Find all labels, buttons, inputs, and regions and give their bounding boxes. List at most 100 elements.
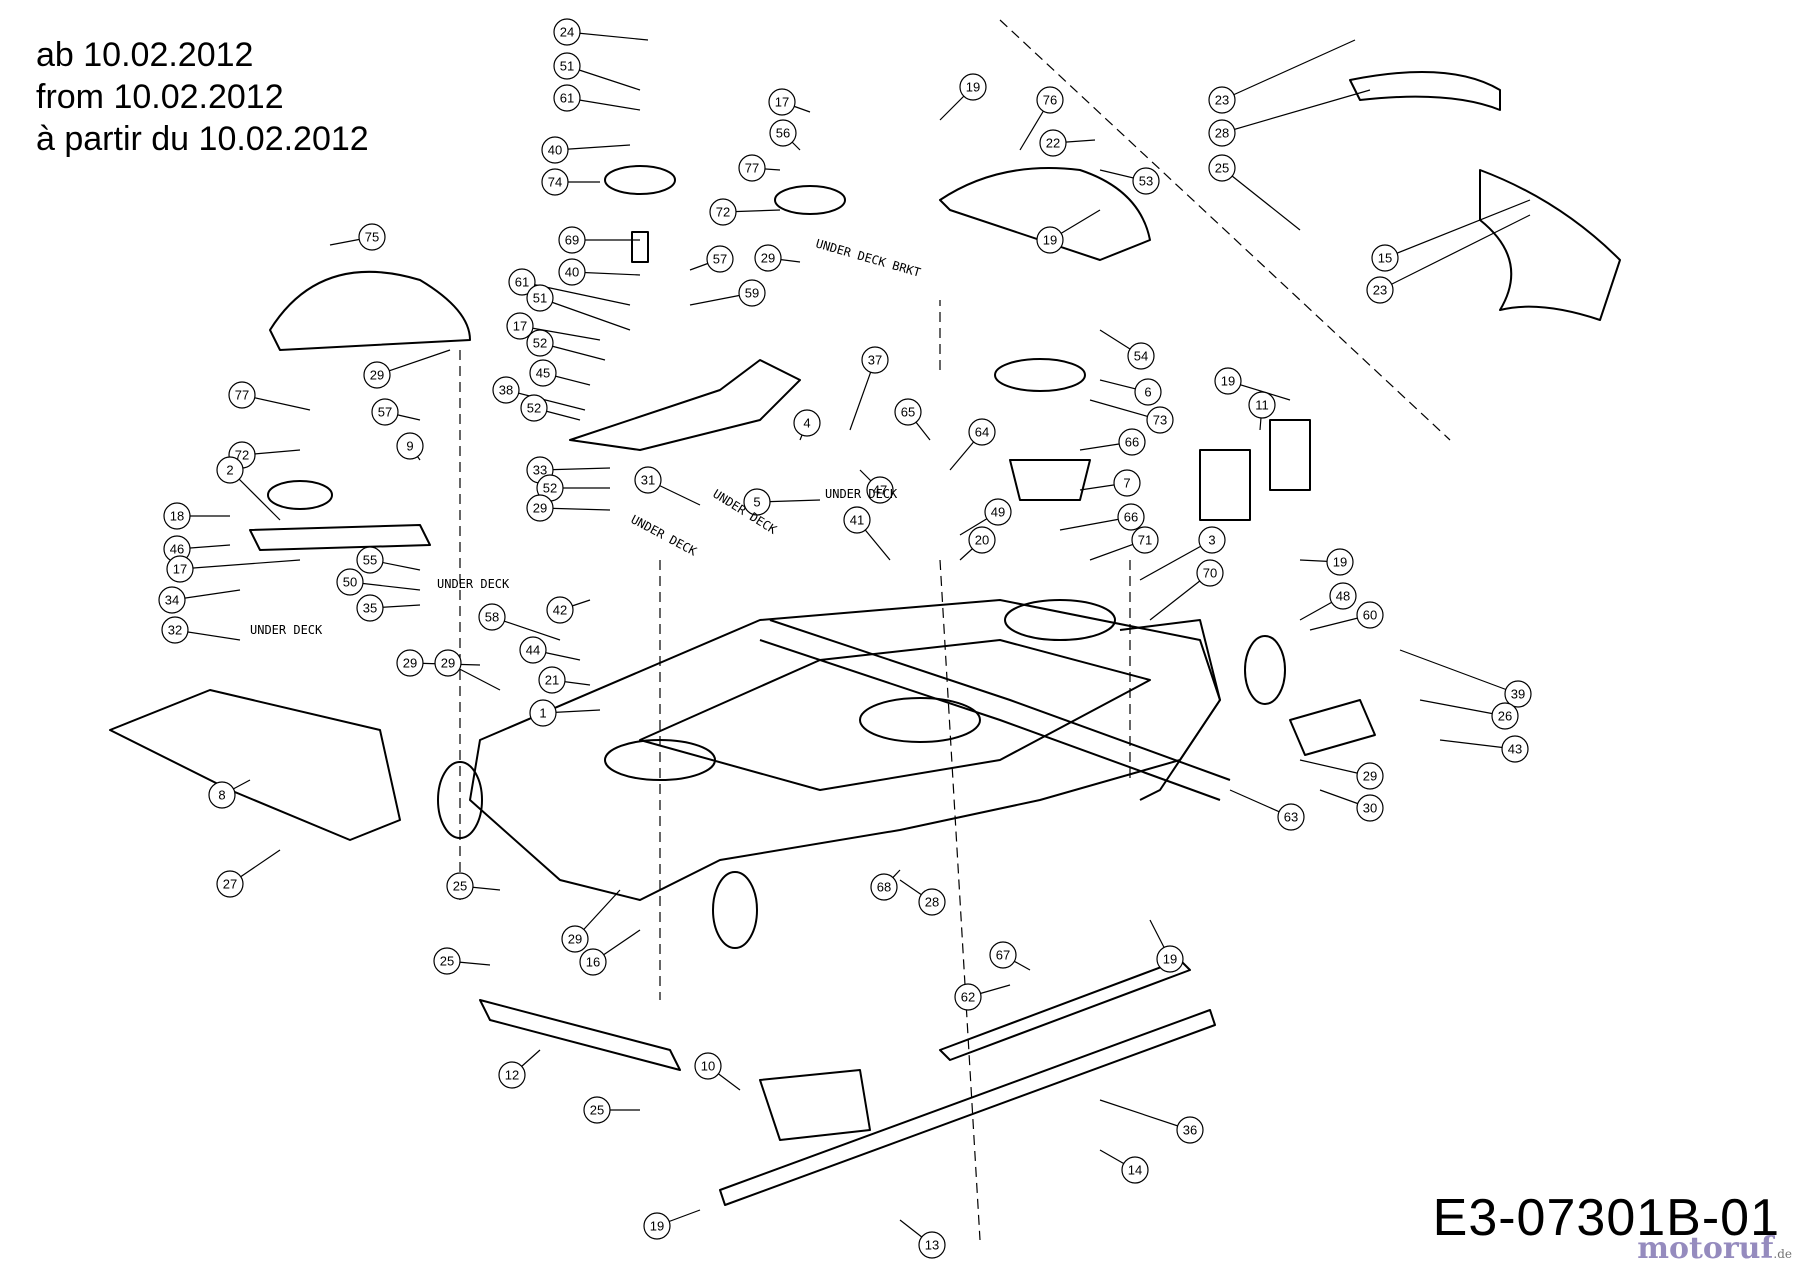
callout-29: 29 [434, 649, 462, 677]
callout-circle [553, 52, 581, 80]
callout-19: 19 [1326, 548, 1354, 576]
idler-pulley-72 [774, 185, 846, 215]
callout-68: 68 [870, 873, 898, 901]
validity-dates: ab 10.02.2012 from 10.02.2012 à partir d… [36, 34, 369, 160]
callout-44: 44 [519, 636, 547, 664]
callout-circle [161, 616, 189, 644]
callout-circle [396, 649, 424, 677]
spindle-opening-right [1004, 599, 1116, 641]
callout-number: 19 [1333, 555, 1347, 570]
callout-circle [208, 781, 236, 809]
callout-50: 50 [336, 568, 364, 596]
belt-cover-left [269, 270, 471, 351]
callout-circle [968, 418, 996, 446]
gauge-wheel-right [1244, 635, 1286, 705]
callout-28: 28 [1208, 119, 1236, 147]
callout-circle [694, 1052, 722, 1080]
callout-number: 38 [499, 383, 513, 398]
callout-45: 45 [529, 359, 557, 387]
callout-number: 11 [1255, 398, 1269, 413]
callout-number: 68 [877, 880, 891, 895]
callout-number: 57 [713, 252, 727, 267]
assembly-note: UNDER DECK [437, 577, 510, 591]
callout-8: 8 [208, 781, 236, 809]
callout-circle [529, 699, 557, 727]
callout-circle [1208, 154, 1236, 182]
callout-48: 48 [1329, 582, 1357, 610]
callout-number: 40 [565, 265, 579, 280]
baffle-12 [479, 999, 681, 1071]
callout-64: 64 [968, 418, 996, 446]
callout-69: 69 [558, 226, 586, 254]
callout-circle [918, 888, 946, 916]
callout-number: 56 [776, 126, 790, 141]
callout-29: 29 [1356, 762, 1384, 790]
callout-circle [358, 223, 386, 251]
callout-25: 25 [446, 872, 474, 900]
callout-number: 40 [548, 143, 562, 158]
callout-25: 25 [1208, 154, 1236, 182]
callout-29: 29 [754, 244, 782, 272]
callout-number: 66 [1124, 510, 1138, 525]
callout-leader [1399, 649, 1519, 695]
callout-circle [1356, 762, 1384, 790]
callout-29: 29 [363, 361, 391, 389]
callout-leader [539, 297, 631, 331]
callout-34: 34 [158, 586, 186, 614]
callout-14: 14 [1121, 1156, 1149, 1184]
rear-guard-28 [1349, 71, 1501, 111]
callout-number: 51 [533, 291, 547, 306]
callout-70: 70 [1196, 559, 1224, 587]
callout-circle [1366, 276, 1394, 304]
baffle-13 [719, 1009, 1216, 1206]
callout-number: 57 [378, 405, 392, 420]
callout-43: 43 [1501, 735, 1529, 763]
callout-59: 59 [738, 279, 766, 307]
callout-leader [1384, 199, 1531, 259]
callout-number: 31 [641, 473, 655, 488]
callout-47: 47 [866, 476, 894, 504]
watermark-suffix: .de [1773, 1247, 1792, 1261]
callout-number: 29 [761, 251, 775, 266]
callout-number: 19 [966, 80, 980, 95]
watermark-brand: motoruf [1637, 1231, 1774, 1266]
callout-number: 37 [868, 353, 882, 368]
callout-circle [478, 603, 506, 631]
callout-leader [179, 559, 301, 570]
callout-circle [1113, 469, 1141, 497]
callout-number: 19 [1043, 233, 1057, 248]
callout-circle [1039, 129, 1067, 157]
callout-74: 74 [541, 168, 569, 196]
callout-circle [1127, 342, 1155, 370]
callout-40: 40 [541, 136, 569, 164]
callout-52: 52 [520, 394, 548, 422]
callout-number: 13 [925, 1238, 939, 1253]
callout-circle [520, 394, 548, 422]
callout-number: 28 [1215, 126, 1229, 141]
callout-circle [1326, 548, 1354, 576]
callout-75: 75 [358, 223, 386, 251]
callout-63: 63 [1277, 803, 1305, 831]
callout-circle [743, 488, 771, 516]
callout-72: 72 [709, 198, 737, 226]
part-outlines [109, 19, 1621, 1241]
callout-number: 17 [513, 319, 527, 334]
callout-circle [216, 456, 244, 484]
callout-number: 4 [803, 416, 810, 431]
callout-circle [989, 941, 1017, 969]
callout-number: 74 [548, 175, 562, 190]
callout-circle [709, 198, 737, 226]
callout-circle [1131, 526, 1159, 554]
callout-number: 20 [975, 533, 989, 548]
callout-17: 17 [768, 88, 796, 116]
callout-number: 29 [403, 656, 417, 671]
callout-29: 29 [396, 649, 424, 677]
callout-number: 35 [363, 601, 377, 616]
callout-18: 18 [163, 502, 191, 530]
callout-circle [918, 1231, 946, 1259]
callout-number: 45 [536, 366, 550, 381]
callout-number: 26 [1498, 709, 1512, 724]
callout-circle [356, 546, 384, 574]
gauge-wheel-front [712, 871, 758, 949]
